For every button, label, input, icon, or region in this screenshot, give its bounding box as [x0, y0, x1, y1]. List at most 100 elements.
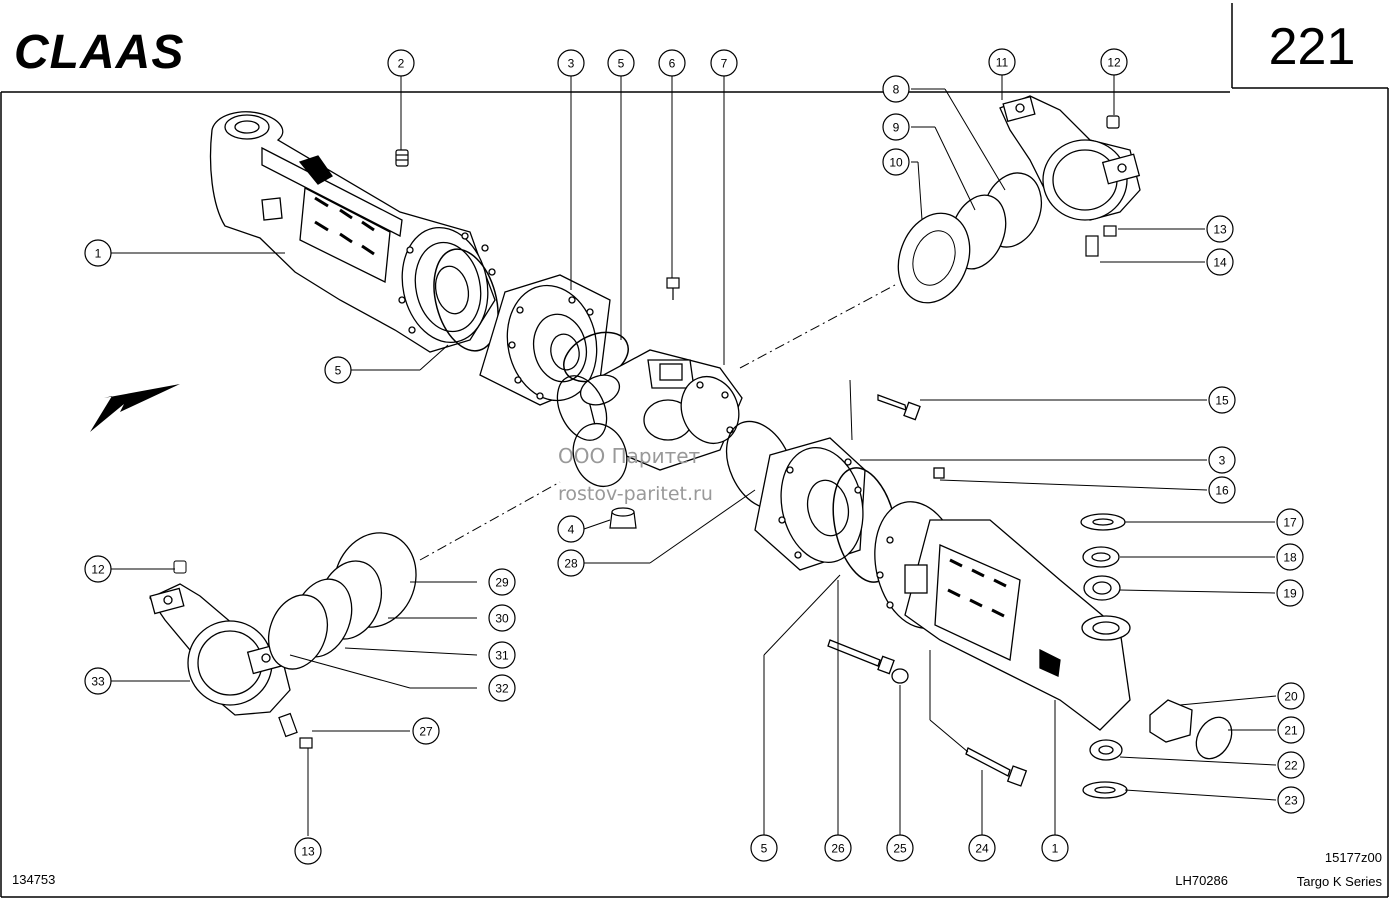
callout-circle — [1206, 248, 1234, 276]
callout-c1a: 1 — [84, 239, 112, 267]
small-parts-right — [1080, 513, 1233, 799]
callout-circle — [387, 49, 415, 77]
right-axle-housing — [874, 501, 1131, 731]
callout-circle — [557, 549, 585, 577]
callout-circle — [488, 604, 516, 632]
callout-number: 8 — [893, 83, 900, 97]
callout-c28: 28 — [557, 549, 585, 577]
callout-circle — [886, 834, 914, 862]
bearing-bracket-upper — [999, 95, 1141, 221]
callout-c27: 27 — [412, 717, 440, 745]
callout-c7: 7 — [710, 49, 738, 77]
callout-circle — [1277, 751, 1305, 779]
callout-number: 28 — [564, 557, 578, 571]
grease-fitting-12-upper — [1106, 115, 1120, 129]
callout-number: 6 — [669, 57, 676, 71]
callout-c5a: 5 — [607, 49, 635, 77]
callout-c20: 20 — [1277, 682, 1305, 710]
callout-circle — [488, 568, 516, 596]
plug-part-2 — [395, 149, 409, 167]
callout-c14: 14 — [1206, 248, 1234, 276]
callout-circle — [1208, 446, 1236, 474]
planetary-carrier-left — [479, 274, 611, 406]
differential-housing — [572, 349, 743, 488]
o-ring-left — [433, 248, 499, 352]
callout-number: 12 — [1107, 56, 1121, 70]
callout-circle — [1276, 579, 1304, 607]
center-axis — [419, 284, 896, 561]
callout-number: 1 — [95, 247, 102, 261]
callout-circle — [710, 49, 738, 77]
callout-c9: 9 — [882, 113, 910, 141]
callout-number: 20 — [1284, 690, 1298, 704]
callout-c12a: 12 — [1100, 48, 1128, 76]
callout-circle — [1206, 215, 1234, 243]
callout-number: 7 — [721, 57, 728, 71]
callout-circle — [988, 48, 1016, 76]
callout-c30: 30 — [488, 604, 516, 632]
callout-number: 22 — [1284, 759, 1298, 773]
callout-c19: 19 — [1276, 579, 1304, 607]
callout-c11: 11 — [988, 48, 1016, 76]
callout-c5c: 5 — [750, 834, 778, 862]
callout-number: 19 — [1283, 587, 1297, 601]
callout-c15: 15 — [1208, 386, 1236, 414]
callout-number: 9 — [893, 121, 900, 135]
footer-series: Targo K Series — [1297, 874, 1383, 889]
left-axle-housing — [209, 111, 496, 353]
callout-circle — [658, 49, 686, 77]
planetary-carrier-right — [754, 437, 866, 571]
callout-c3b: 3 — [1208, 446, 1236, 474]
callout-number: 12 — [91, 563, 105, 577]
watermark-line2: rostov-paritet.ru — [558, 483, 713, 505]
callout-circle — [557, 515, 585, 543]
callout-c21: 21 — [1277, 716, 1305, 744]
callout-circle — [1208, 476, 1236, 504]
callout-circle — [1277, 716, 1305, 744]
callout-circle — [882, 113, 910, 141]
callout-number: 15 — [1215, 394, 1229, 408]
callout-c10: 10 — [882, 148, 910, 176]
bolt-part-6 — [666, 277, 680, 300]
callout-number: 13 — [301, 845, 315, 859]
callout-circle — [1100, 48, 1128, 76]
watermark-line1: ООО Паритет — [558, 444, 701, 468]
callout-circle — [488, 674, 516, 702]
grease-fitting-12-lower — [173, 560, 187, 574]
o-ring-center-left — [556, 375, 608, 441]
callout-c25: 25 — [886, 834, 914, 862]
callout-number: 5 — [618, 57, 625, 71]
callout-number: 24 — [975, 842, 989, 856]
callout-number: 10 — [889, 156, 903, 170]
callout-c6: 6 — [658, 49, 686, 77]
callout-c2: 2 — [387, 49, 415, 77]
callout-circle — [882, 148, 910, 176]
callout-c17: 17 — [1276, 508, 1304, 536]
callout-circle — [1277, 786, 1305, 814]
callout-number: 3 — [568, 57, 575, 71]
callout-c13b: 13 — [294, 837, 322, 865]
callout-number: 11 — [996, 56, 1009, 70]
footer-center-code: LH70286 — [1175, 873, 1228, 888]
callout-circle — [1276, 543, 1304, 571]
callout-c26: 26 — [824, 834, 852, 862]
callout-number: 29 — [495, 576, 509, 590]
callout-number: 25 — [893, 842, 907, 856]
thrust-washer-10-hole — [912, 230, 956, 286]
callout-number: 14 — [1213, 256, 1227, 270]
callout-circle — [557, 49, 585, 77]
fitting-13-14-upper — [1085, 225, 1117, 257]
callout-number: 5 — [761, 842, 768, 856]
callout-number: 31 — [495, 649, 509, 663]
callout-number: 21 — [1284, 724, 1298, 738]
callout-c32: 32 — [488, 674, 516, 702]
callout-c33: 33 — [84, 667, 112, 695]
brand-logo: CLAAS — [14, 26, 184, 79]
callout-number: 13 — [1213, 223, 1227, 237]
callout-c13a: 13 — [1206, 215, 1234, 243]
callout-circle — [824, 834, 852, 862]
callout-number: 23 — [1284, 794, 1298, 808]
